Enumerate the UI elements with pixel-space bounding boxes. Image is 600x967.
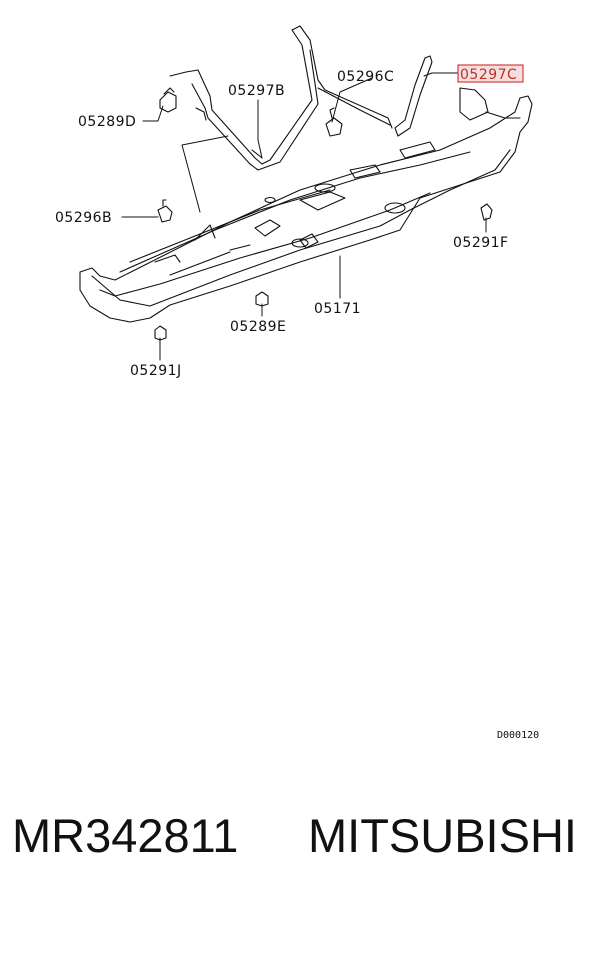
fastener-05296b bbox=[157, 199, 173, 223]
bracket-05297c-shape bbox=[317, 55, 433, 137]
callout-05297b[interactable]: 05297B bbox=[228, 83, 285, 99]
callout-05289e[interactable]: 05289E bbox=[230, 319, 286, 335]
callout-05291f[interactable]: 05291F bbox=[453, 235, 509, 251]
callout-05296c[interactable]: 05296C bbox=[337, 69, 394, 85]
callout-05171[interactable]: 05171 bbox=[314, 301, 361, 317]
callout-05291j[interactable]: 05291J bbox=[130, 363, 182, 379]
callout-05296b[interactable]: 05296B bbox=[55, 210, 112, 226]
part-number: MR342811 bbox=[12, 809, 239, 862]
skid-plate-shape bbox=[79, 87, 533, 323]
fastener-05296c bbox=[325, 107, 343, 137]
fastener-05291j bbox=[154, 325, 167, 341]
fastener-05289e bbox=[255, 291, 269, 307]
callout-05289d[interactable]: 05289D bbox=[78, 114, 136, 130]
fastener-05289d bbox=[159, 87, 177, 113]
leader-lines bbox=[121, 71, 487, 361]
fastener-05291f bbox=[480, 203, 493, 221]
bracket-05297b-shape bbox=[185, 25, 393, 171]
parts-diagram: 05289D 05297B 05296C 05297C 05296B 05291… bbox=[55, 25, 539, 741]
drawing-code: D000120 bbox=[497, 730, 539, 741]
brand-name: MITSUBISHI bbox=[308, 809, 577, 862]
highlight-box bbox=[457, 64, 524, 83]
caption-bar: MR342811 MITSUBISHI bbox=[0, 802, 600, 882]
callout-05297c[interactable]: 05297C bbox=[460, 67, 517, 83]
